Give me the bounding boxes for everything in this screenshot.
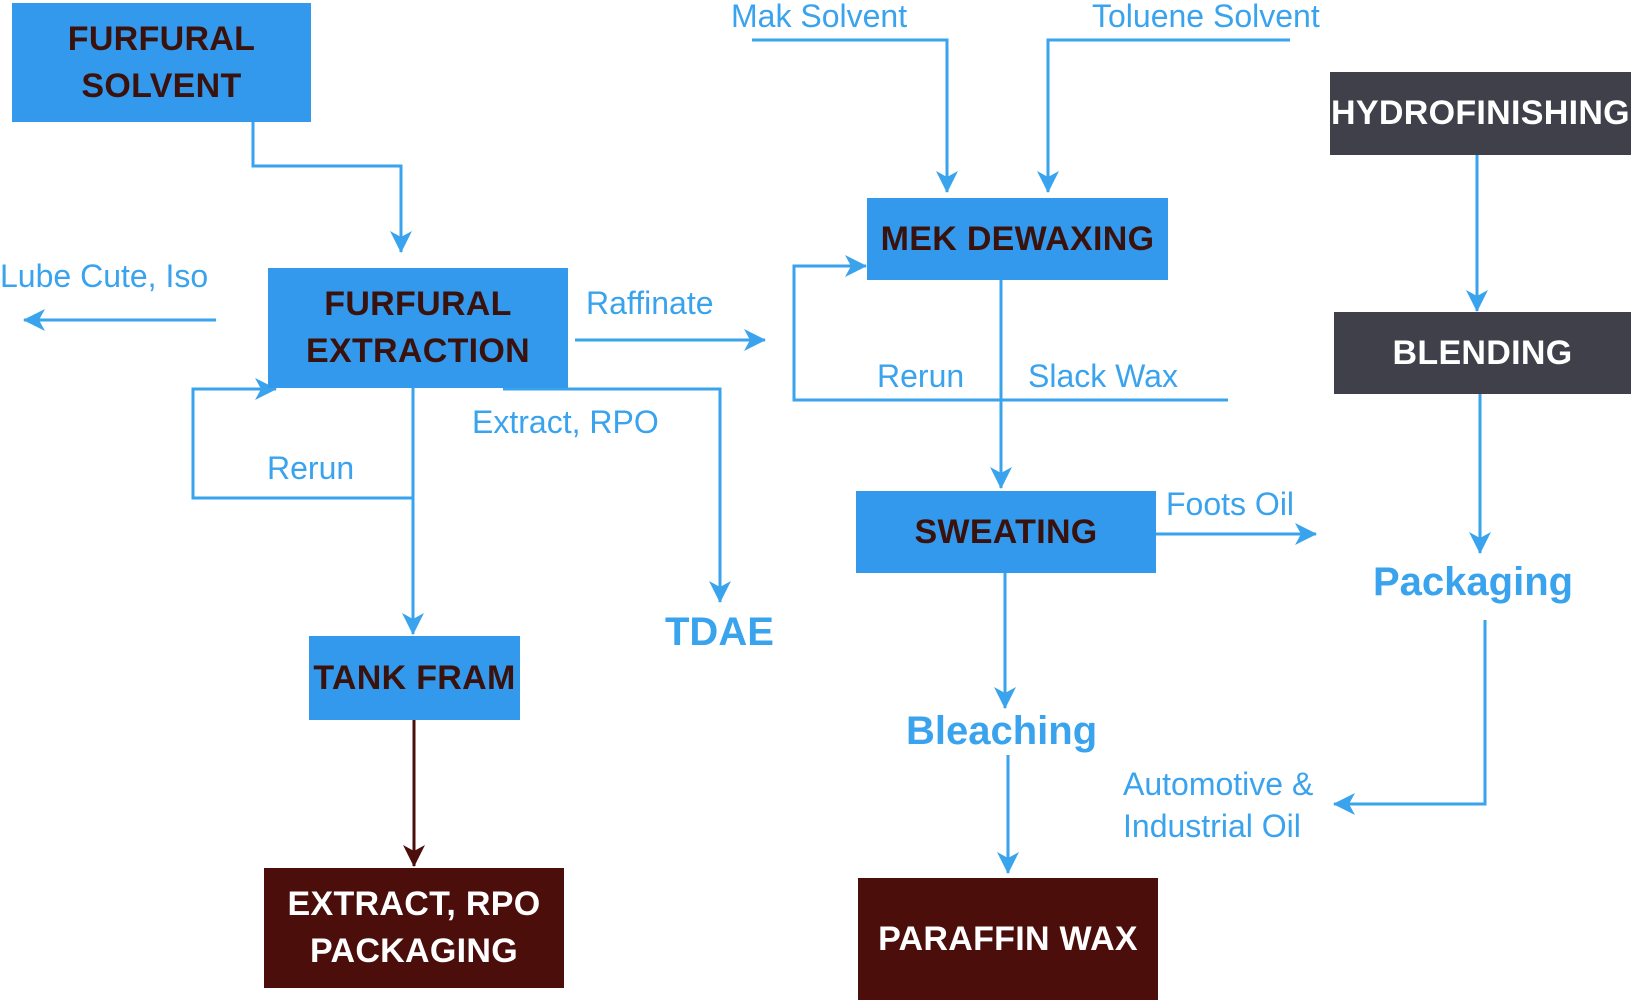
label-bleaching: Bleaching bbox=[906, 709, 1098, 753]
node-paraffin-wax: PARAFFIN WAX bbox=[858, 878, 1158, 1000]
label-tdae: TDAE bbox=[665, 610, 774, 654]
label-foots-oil: Foots Oil bbox=[1166, 486, 1295, 522]
node-furfural-extraction: FURFURAL EXTRACTION bbox=[268, 268, 568, 388]
connector-solvent-to-extraction bbox=[251, 122, 412, 253]
connector-rerun-left-loop bbox=[191, 378, 413, 500]
label-toluene-solvent: Toluene Solvent bbox=[1092, 0, 1320, 34]
label-raffinate: Raffinate bbox=[586, 285, 714, 321]
label-mak-solvent: Mak Solvent bbox=[731, 0, 908, 34]
label-extract-rpo: Extract, RPO bbox=[472, 404, 659, 440]
node-furfural-solvent: FURFURAL SOLVENT bbox=[12, 3, 311, 122]
label-packaging: Packaging bbox=[1373, 560, 1574, 604]
node-blending: BLENDING bbox=[1334, 312, 1631, 394]
label-automotive-industrial-oil: Automotive & Industrial Oil bbox=[1123, 766, 1314, 844]
connector-extract-to-tdae bbox=[503, 387, 731, 603]
label-rerun-right: Rerun bbox=[877, 358, 965, 394]
node-hydrofinishing: HYDROFINISHING bbox=[1330, 72, 1631, 155]
label-lube-cute: Lube Cute, Iso bbox=[0, 258, 209, 294]
label-rerun-left: Rerun bbox=[267, 450, 355, 486]
node-sweating: SWEATING bbox=[856, 491, 1156, 573]
connector-packaging-to-automotive bbox=[1333, 620, 1487, 815]
node-mek-dewaxing: MEK DEWAXING bbox=[867, 198, 1168, 280]
connector-rerun-right-loop bbox=[792, 255, 1228, 402]
connector-toluene-solvent bbox=[1037, 38, 1290, 193]
node-tank-fram: TANK FRAM bbox=[309, 636, 520, 720]
label-slack-wax: Slack Wax bbox=[1028, 358, 1178, 394]
connector-mak-solvent bbox=[752, 38, 958, 193]
node-extract-rpo-packaging: EXTRACT, RPO PACKAGING bbox=[264, 868, 564, 988]
